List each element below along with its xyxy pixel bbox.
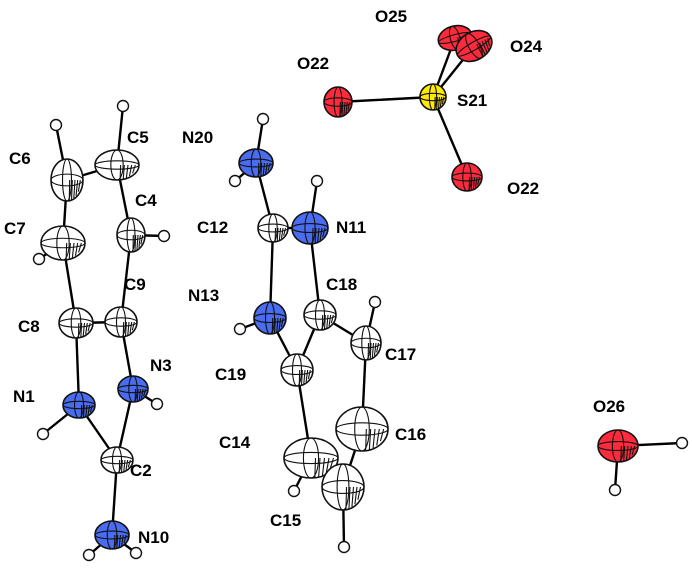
label-n11: N11 xyxy=(336,218,366,237)
label-s21: S21 xyxy=(457,91,487,110)
label-o26: O26 xyxy=(593,397,625,416)
atom-n11 xyxy=(291,211,329,245)
atom-s21 xyxy=(419,83,447,111)
atom-c19 xyxy=(280,353,314,387)
atom-o26 xyxy=(597,429,639,463)
atom-c5 xyxy=(94,149,140,181)
hydrogen-h-o26-a xyxy=(675,436,689,450)
label-c9: C9 xyxy=(124,275,146,294)
atom-n1 xyxy=(62,391,96,419)
hydrogen-h-n3 xyxy=(150,397,164,411)
atom-c7 xyxy=(40,225,86,261)
atom-o22-bottom xyxy=(451,162,483,192)
atom-n10 xyxy=(94,520,130,550)
label-n20: N20 xyxy=(182,128,213,147)
label-c7: C7 xyxy=(4,219,26,238)
label-o22-bottom: O22 xyxy=(507,179,539,198)
hydrogen-h-c7 xyxy=(32,252,46,266)
label-c18: C18 xyxy=(326,275,357,294)
atom-c12 xyxy=(257,213,289,243)
label-n10: N10 xyxy=(138,528,169,547)
label-n13: N13 xyxy=(188,286,219,305)
label-c8: C8 xyxy=(18,317,40,336)
atom-o22-top xyxy=(323,86,353,118)
hydrogen-h-n1 xyxy=(36,427,50,441)
hydrogen-h-n20-a xyxy=(256,112,270,126)
hydrogen-h-c17 xyxy=(368,295,382,309)
hydrogen-h-c5 xyxy=(116,99,130,113)
hydrogen-h-o26-b xyxy=(608,483,622,497)
hydrogen-h-c6 xyxy=(49,118,63,132)
hydrogen-h-n13 xyxy=(233,322,247,336)
atom-labels: O25 O24 O22 S21 O22 N20 C5 C6 C4 C12 N11… xyxy=(4,7,625,547)
label-c16: C16 xyxy=(395,425,426,444)
atom-c6 xyxy=(50,158,84,202)
label-c4: C4 xyxy=(135,191,157,210)
hydrogen-h-c15 xyxy=(337,540,351,554)
label-c19: C19 xyxy=(215,365,246,384)
label-c6: C6 xyxy=(9,149,31,168)
atom-c9 xyxy=(104,306,138,338)
label-n1: N1 xyxy=(13,387,35,406)
hydrogen-h-n10-a xyxy=(82,548,96,562)
atom-c2 xyxy=(100,446,134,474)
atom-c16 xyxy=(335,406,389,452)
label-c12: C12 xyxy=(197,218,228,237)
label-o24: O24 xyxy=(510,37,543,56)
hydrogen-h-n20-b xyxy=(228,174,242,188)
label-c15: C15 xyxy=(270,511,301,530)
label-c5: C5 xyxy=(127,128,149,147)
hydrogen-h-n10-b xyxy=(129,546,143,560)
label-o25: O25 xyxy=(375,7,407,26)
label-o22-top: O22 xyxy=(297,54,329,73)
atom-c14 xyxy=(283,437,339,479)
atom-c17 xyxy=(350,325,382,361)
atom-c4 xyxy=(116,217,146,253)
atom-c15 xyxy=(321,463,365,511)
label-c2: C2 xyxy=(130,461,152,480)
atom-c8 xyxy=(58,307,94,339)
label-c14: C14 xyxy=(219,433,251,452)
hydrogen-h-c4 xyxy=(157,229,171,243)
atom-o24 xyxy=(455,29,493,63)
atoms xyxy=(32,24,689,562)
hydrogen-h-c14 xyxy=(287,484,301,498)
label-n3: N3 xyxy=(150,356,172,375)
atom-c18 xyxy=(303,299,337,331)
label-c17: C17 xyxy=(385,345,416,364)
atom-n20 xyxy=(238,148,274,178)
atom-n3 xyxy=(117,375,149,403)
hydrogen-h-n11 xyxy=(310,174,324,188)
atom-n13 xyxy=(253,301,287,335)
bond-o22-top-s21 xyxy=(336,95,435,104)
